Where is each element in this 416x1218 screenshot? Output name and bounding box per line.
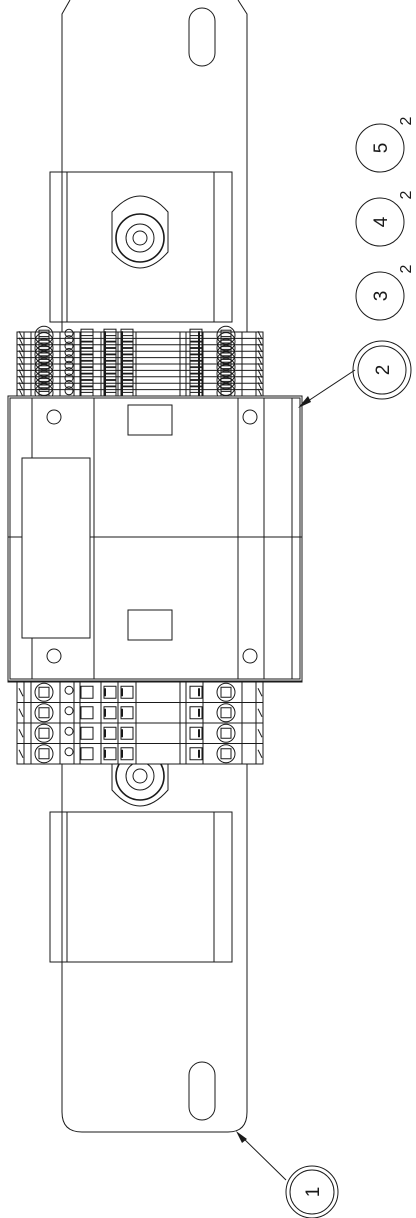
din-rail — [49, 171, 233, 963]
mounting-plate — [61, 0, 248, 1133]
balloon-label-5: 5 — [371, 143, 392, 154]
balloon-qty-5: 2 — [398, 116, 415, 125]
mounting-slot-top — [188, 7, 216, 67]
balloon-label-3: 3 — [371, 291, 392, 302]
terminal-block-lower-2 — [17, 702, 263, 723]
balloon-item-5: 5 2 — [355, 116, 415, 173]
circuit-breaker — [7, 395, 303, 683]
terminal-blocks-upper — [16, 325, 264, 403]
balloon-label-4: 4 — [371, 216, 392, 227]
terminal-blocks-lower — [16, 681, 264, 765]
balloon-label-2: 2 — [373, 365, 394, 376]
balloon-qty-3: 2 — [398, 264, 415, 273]
balloon-item-2: 2 — [352, 340, 412, 400]
terminal-block-lower-3 — [17, 722, 263, 743]
mounting-slot-bottom — [188, 1061, 216, 1121]
balloon-item-4: 4 2 — [355, 190, 415, 247]
terminal-block-lower-4 — [17, 743, 263, 764]
balloon-item-1: 1 — [285, 1165, 339, 1218]
balloon-item-3: 3 2 — [355, 264, 415, 321]
rail-screw-top — [111, 195, 169, 269]
balloon-qty-4: 2 — [398, 190, 415, 199]
balloon-label-1: 1 — [303, 1187, 324, 1198]
leader-lines — [236, 369, 356, 1181]
